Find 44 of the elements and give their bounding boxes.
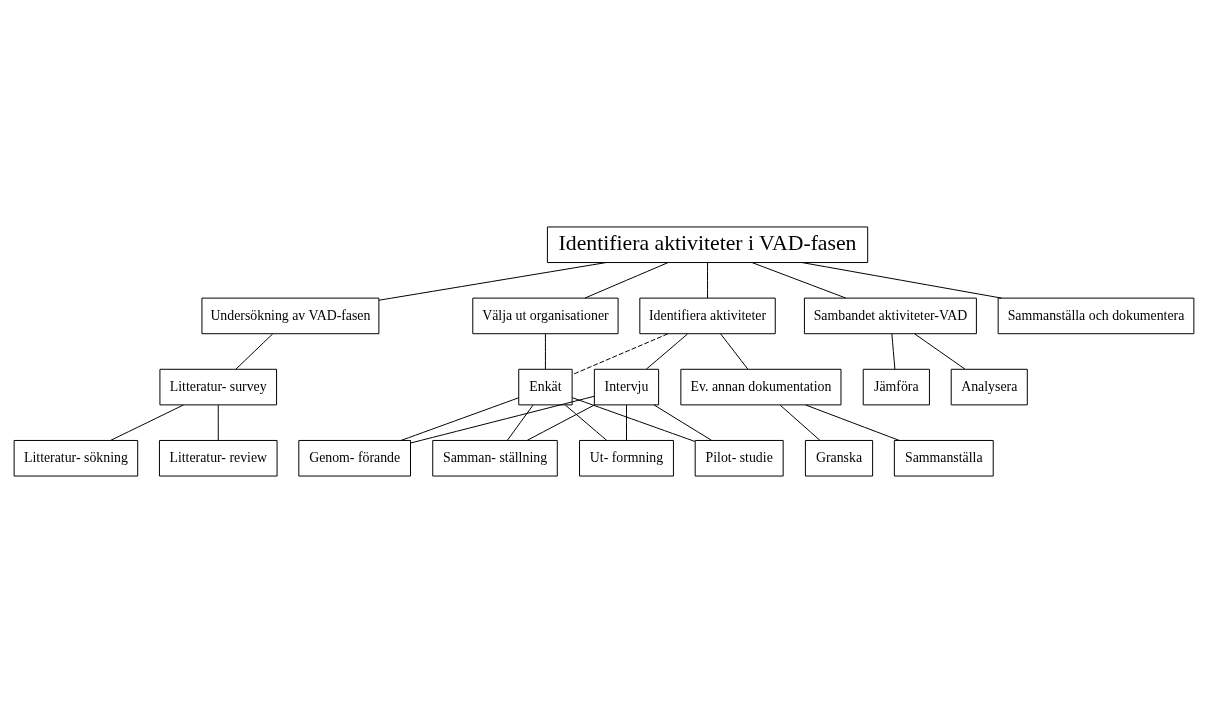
connector [564,404,608,441]
connector [626,404,627,441]
connector [235,333,274,370]
connector [584,261,669,299]
connector [751,261,847,299]
node-box: Enkät [518,368,573,405]
connector [653,404,712,441]
connector [914,332,966,370]
node-box: Litteratur- review [158,439,278,477]
connector [571,396,696,442]
node-box: Sammanställa [893,439,994,477]
node-box: Ut- formning [579,439,674,477]
node-box: Identifiera aktiviteter i VAD-fasen [546,225,869,263]
connector [779,404,821,441]
node-box: Identifiera aktiviteter [639,297,776,334]
node-box: Undersökning av VAD-fasen [201,297,380,334]
connector [645,333,688,370]
connector [572,332,669,375]
connector [410,395,595,443]
node-box: Litteratur- sökning [13,439,139,477]
node-box: Intervju [593,368,660,405]
node-box: Sammanställa och dokumentera [997,297,1195,334]
node-box: Jämföra [862,368,930,405]
connector [217,404,219,441]
node-box: Granska [804,439,874,477]
connector [801,261,1002,299]
connector [110,404,184,441]
connector [526,404,595,441]
connector [544,333,546,370]
connector [891,333,896,370]
connector [805,404,900,441]
node-box: Sambandet aktiviteter-VAD [803,297,977,334]
node-box: Genom- förande [298,439,411,477]
node-box: Analysera [950,368,1028,405]
node-box: Välja ut organisationer [472,297,619,334]
node-box: Litteratur- survey [159,368,278,405]
node-box: Ev. annan dokumentation [680,368,842,405]
connector [707,261,709,298]
connector [720,333,749,370]
connector [400,396,519,441]
node-box: Samman- ställning [432,439,558,477]
node-box: Pilot- studie [694,439,784,477]
connector [378,261,607,301]
connector [506,404,534,441]
